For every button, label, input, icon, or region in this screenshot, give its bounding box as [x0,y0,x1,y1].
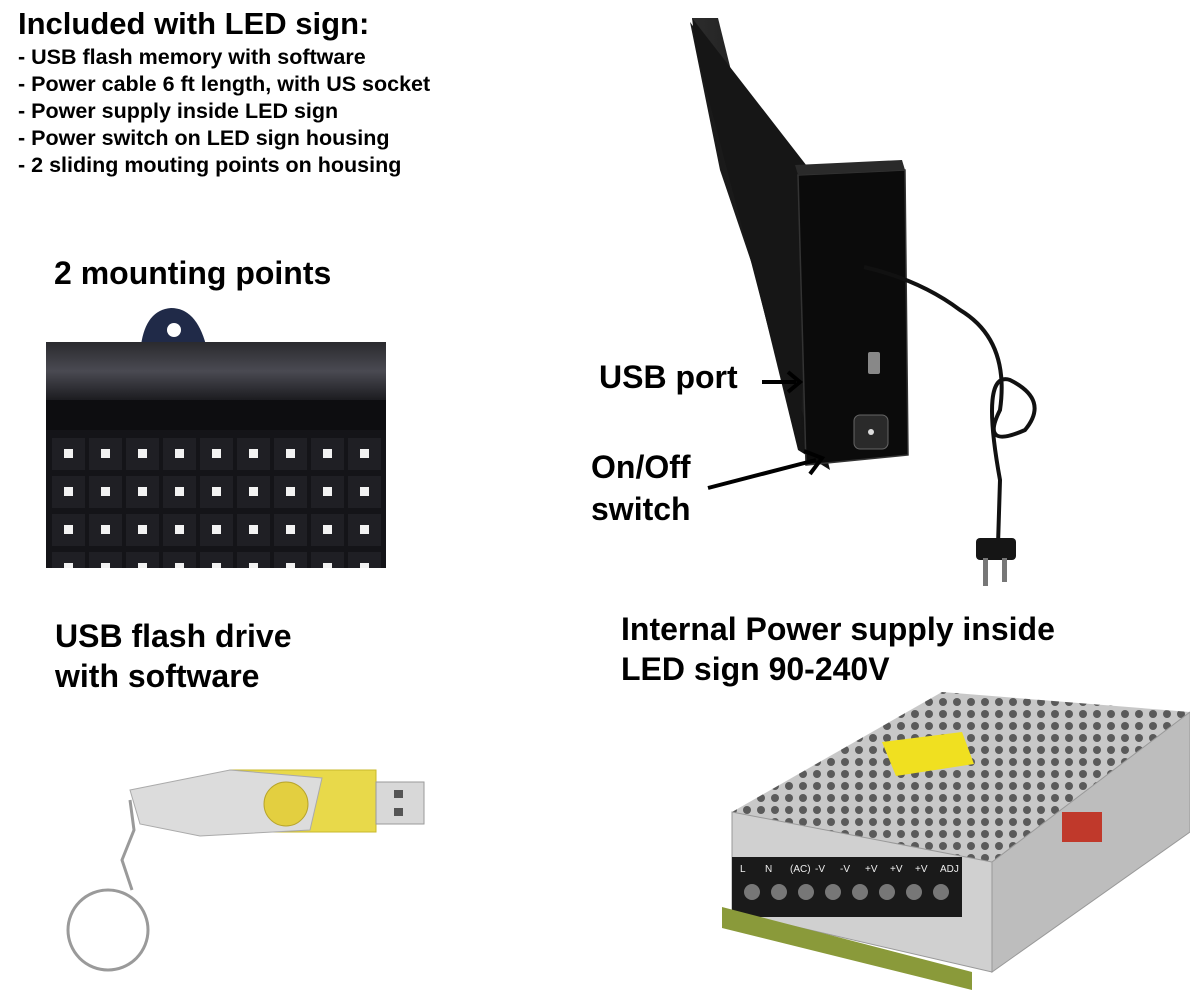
usb-port-socket [868,352,880,374]
led-cell [274,552,307,568]
terminal-screw [798,884,814,900]
list-item: - USB flash memory with software [18,45,366,69]
terminal-label: N [765,864,772,875]
terminal-label: +V [915,864,928,875]
led-dot [249,563,258,568]
led-dot [175,487,184,496]
led-dot [323,563,332,568]
arrow-right-icon [762,370,804,394]
terminal-screw [771,884,787,900]
list-item: - Power switch on LED sign housing [18,126,390,150]
led-dot [360,487,369,496]
led-dot [138,449,147,458]
led-dot [286,525,295,534]
led-dot [360,449,369,458]
led-dot [212,563,221,568]
led-cell [126,552,159,568]
led-dot [212,487,221,496]
terminal-label: -V [815,864,825,875]
mounting-points-label: 2 mounting points [54,255,332,291]
terminal-screw [825,884,841,900]
led-dot [175,525,184,534]
led-dot [138,487,147,496]
list-item: - Power supply inside LED sign [18,99,339,123]
terminal-screw [744,884,760,900]
usb-drive-label-line2: with software [55,658,260,694]
power-supply-label-line1: Internal Power supply inside [621,611,1055,647]
led-dot [360,525,369,534]
usb-port-label: USB port [599,359,738,395]
led-dot [249,525,258,534]
led-cell [89,552,122,568]
led-cell [348,552,381,568]
led-dot [212,449,221,458]
terminal-label: -V [840,864,850,875]
list-item: - Power cable 6 ft length, with US socke… [18,72,431,96]
led-dot [249,487,258,496]
arrow-up-right-icon [707,449,826,490]
led-dot [64,525,73,534]
terminal-strip: L N (AC) -V -V +V +V +V ADJ [740,864,959,900]
terminal-screw [906,884,922,900]
led-dot [286,563,295,568]
led-cell [52,552,85,568]
led-dot [286,487,295,496]
led-dot [360,563,369,568]
terminal-label: (AC) [790,864,811,875]
led-dot [101,525,110,534]
usb-drive-label-line1: USB flash drive [55,618,292,654]
on-off-label-line1: On/Off [591,449,691,485]
led-cell [200,552,233,568]
led-dot [175,563,184,568]
mounting-points-photo [46,308,386,568]
led-dot [101,487,110,496]
led-cell [311,552,344,568]
terminal-label: ADJ [940,864,959,875]
led-dot [64,449,73,458]
led-dot [175,449,184,458]
terminal-screw [852,884,868,900]
led-dot [64,563,73,568]
led-dot [138,563,147,568]
list-item: - 2 sliding mouting points on housing [18,153,402,177]
terminal-label: +V [890,864,903,875]
led-dot [101,449,110,458]
led-cell [237,552,270,568]
led-dot [323,525,332,534]
led-dot [138,525,147,534]
led-sign-photo [690,18,1037,586]
led-dot [286,449,295,458]
led-dot [323,487,332,496]
led-dot [212,525,221,534]
power-supply-label-line2: LED sign 90-240V [621,651,890,687]
included-items-list: - USB flash memory with software - Power… [18,44,430,179]
terminal-label: L [740,864,746,875]
led-grid [52,438,381,568]
terminal-screw [879,884,895,900]
led-dot [249,449,258,458]
on-off-label-line2: switch [591,491,691,527]
power-supply-photo: L N (AC) -V -V +V +V +V ADJ [722,692,1190,990]
led-dot [101,563,110,568]
terminal-label: +V [865,864,878,875]
page-title: Included with LED sign: [18,6,370,41]
led-cell [163,552,196,568]
usb-flash-drive-photo [66,769,425,972]
terminal-screw [933,884,949,900]
led-dot [64,487,73,496]
led-dot [323,449,332,458]
